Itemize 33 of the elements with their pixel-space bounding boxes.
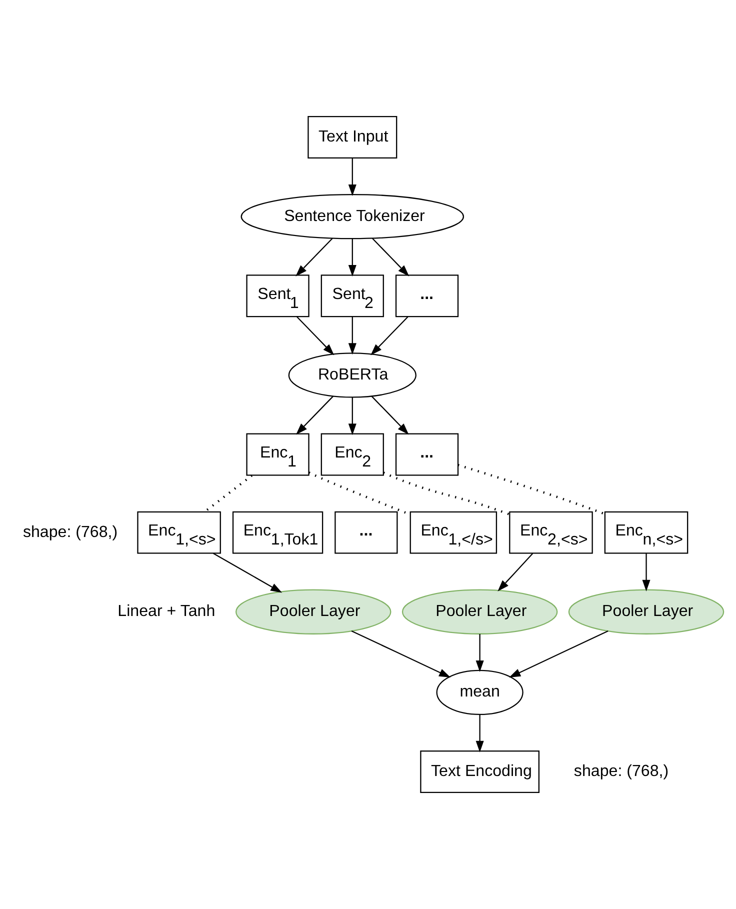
node-box: ... bbox=[334, 511, 398, 554]
node-label: shape: (768,) bbox=[574, 762, 669, 780]
node-ellipse: Sentence Tokenizer bbox=[240, 194, 464, 240]
arrow bbox=[348, 397, 356, 436]
arrow bbox=[476, 634, 484, 672]
arrow bbox=[509, 630, 608, 678]
arrow bbox=[348, 316, 356, 355]
arrow bbox=[370, 316, 408, 356]
node-ellipse: Pooler Layer bbox=[235, 589, 392, 634]
arrow bbox=[372, 238, 410, 276]
connector bbox=[383, 472, 510, 516]
arrow bbox=[348, 158, 356, 196]
arrow bbox=[642, 554, 650, 592]
node-box: ... bbox=[395, 274, 459, 318]
arrow bbox=[351, 630, 451, 678]
label: shape: (768,) bbox=[22, 522, 118, 541]
node-ellipse: RoBERTa bbox=[288, 352, 416, 398]
arrow bbox=[476, 714, 484, 752]
connector bbox=[458, 464, 606, 516]
connector bbox=[204, 474, 253, 513]
arrow bbox=[213, 552, 282, 593]
label: Linear + Tanh bbox=[118, 602, 216, 620]
node-ellipse: Pooler Layer bbox=[402, 589, 558, 634]
arrow bbox=[371, 396, 409, 435]
node-box: ... bbox=[395, 433, 459, 476]
arrow bbox=[498, 553, 534, 592]
node-box: Text Input bbox=[308, 116, 398, 158]
arrow bbox=[296, 396, 334, 435]
arrow bbox=[296, 316, 334, 356]
arrow bbox=[296, 238, 333, 276]
arrow bbox=[348, 238, 356, 277]
node-ellipse: Pooler Layer bbox=[568, 589, 724, 634]
node-box: Text Encoding bbox=[420, 750, 540, 793]
